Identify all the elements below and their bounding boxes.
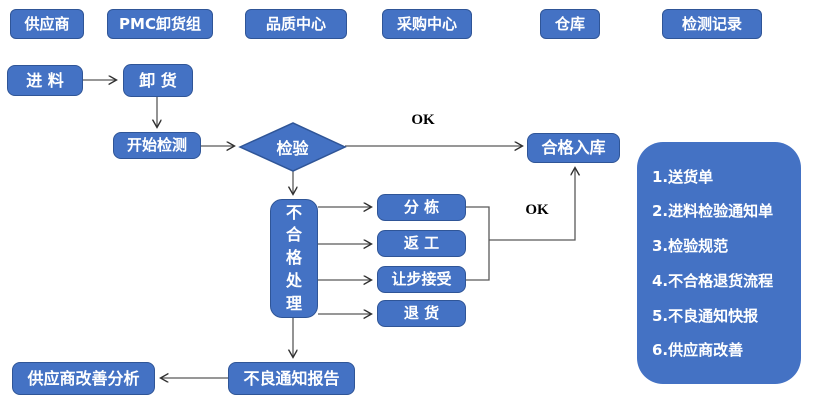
lane-label: 检测记录 — [681, 14, 742, 33]
document-item: 3.检验规范 — [652, 237, 729, 256]
node-sorting: 分 栋 — [377, 194, 466, 221]
node-label: 让步接受 — [391, 270, 452, 289]
node-inspection-label: 检验 — [240, 136, 345, 158]
document-item: 6.供应商改善 — [652, 341, 744, 360]
node-label: 供应商改善分析 — [27, 368, 140, 388]
node-label: 进 料 — [26, 70, 64, 90]
node-defect-notice-report: 不良通知报告 — [228, 362, 355, 395]
lane-label: 品质中心 — [265, 14, 326, 33]
node-label: 不良通知报告 — [243, 368, 340, 388]
inspection-diamond — [238, 122, 347, 172]
lane-label: 采购中心 — [396, 14, 457, 33]
node-start-inspection: 开始检测 — [113, 132, 201, 159]
node-label: 分 栋 — [403, 198, 440, 217]
node-label: 退 货 — [403, 304, 440, 323]
document-item: 4.不合格退货流程 — [652, 271, 774, 290]
node-concession-accept: 让步接受 — [377, 266, 466, 293]
lane-pmc-unloading: PMC卸货组 — [107, 9, 213, 39]
node-label: 不合格处理 — [285, 202, 302, 313]
documents-panel: 1.送货单 2.进料检验通知单 3.检验规范 4.不合格退货流程 5.不良通知快… — [637, 142, 801, 384]
document-item: 1.送货单 — [652, 167, 714, 186]
node-supplier-improvement-analysis: 供应商改善分析 — [12, 362, 155, 395]
node-incoming: 进 料 — [7, 65, 83, 96]
lane-label: 供应商 — [24, 14, 70, 33]
lane-warehouse: 仓库 — [540, 9, 600, 39]
lane-label: PMC卸货组 — [119, 14, 201, 33]
node-label: 检验 — [276, 139, 309, 158]
node-label: 卸 货 — [139, 70, 177, 90]
document-item: 2.进料检验通知单 — [652, 202, 774, 221]
bracket-sorting-concession — [466, 206, 490, 281]
document-item: 5.不良通知快报 — [652, 306, 759, 325]
edges — [83, 80, 575, 378]
node-label: 合格入库 — [541, 138, 606, 158]
node-label: 返 工 — [403, 234, 440, 253]
lane-supplier: 供应商 — [10, 9, 84, 39]
edge-bracket-pass-ok — [489, 168, 575, 241]
lane-quality-center: 品质中心 — [245, 9, 347, 39]
edge-label-ok-top: OK — [411, 112, 435, 128]
node-nonconforming-handling: 不合格处理 — [270, 199, 318, 318]
node-return-goods: 退 货 — [377, 300, 466, 327]
node-rework: 返 工 — [377, 230, 466, 257]
node-label: 开始检测 — [126, 136, 187, 155]
lane-test-records: 检测记录 — [662, 9, 762, 39]
edge-label-ok-mid: OK — [525, 202, 549, 218]
lane-purchasing: 采购中心 — [382, 9, 472, 39]
lane-label: 仓库 — [554, 14, 585, 33]
node-pass-warehouse: 合格入库 — [527, 133, 620, 163]
node-unload: 卸 货 — [123, 64, 193, 97]
